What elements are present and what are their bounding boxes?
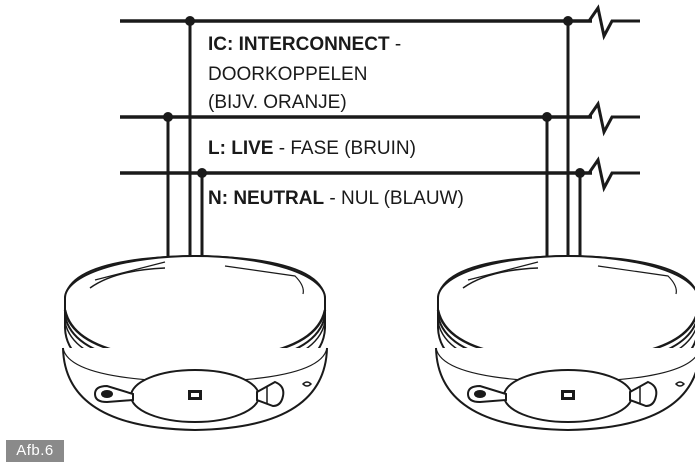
wire-break-icon [587, 100, 640, 137]
live-separator: - [273, 138, 291, 159]
interconnect-desc-line2: (BIJV. ORANJE) [208, 92, 347, 113]
junction-dot [163, 112, 173, 122]
junction-dot [197, 168, 207, 178]
junction-dot [563, 16, 573, 26]
wire-break-icon [587, 156, 640, 193]
interconnect-code: IC: INTERCONNECT [208, 34, 390, 55]
figure-label: Afb.6 [6, 440, 64, 462]
live-desc: FASE (BRUIN) [290, 138, 416, 159]
junction-dot [575, 168, 585, 178]
wire-break-icon [587, 4, 640, 41]
junction-dot [542, 112, 552, 122]
interconnect-label: IC: INTERCONNECT - [208, 34, 406, 56]
junction-dot [185, 16, 195, 26]
neutral-desc: NUL (BLAUW) [341, 188, 464, 209]
smoke-detector-icon [61, 254, 329, 432]
smoke-detector-icon [434, 254, 695, 432]
interconnect-separator: - [389, 34, 407, 55]
interconnect-desc-line1: DOORKOPPELEN [208, 64, 368, 85]
neutral-separator: - [324, 188, 341, 209]
neutral-label: N: NEUTRAL - NUL (BLAUW) [208, 188, 464, 210]
live-label: L: LIVE - FASE (BRUIN) [208, 138, 416, 160]
live-code: L: LIVE [208, 138, 274, 159]
neutral-code: N: NEUTRAL [208, 188, 325, 209]
